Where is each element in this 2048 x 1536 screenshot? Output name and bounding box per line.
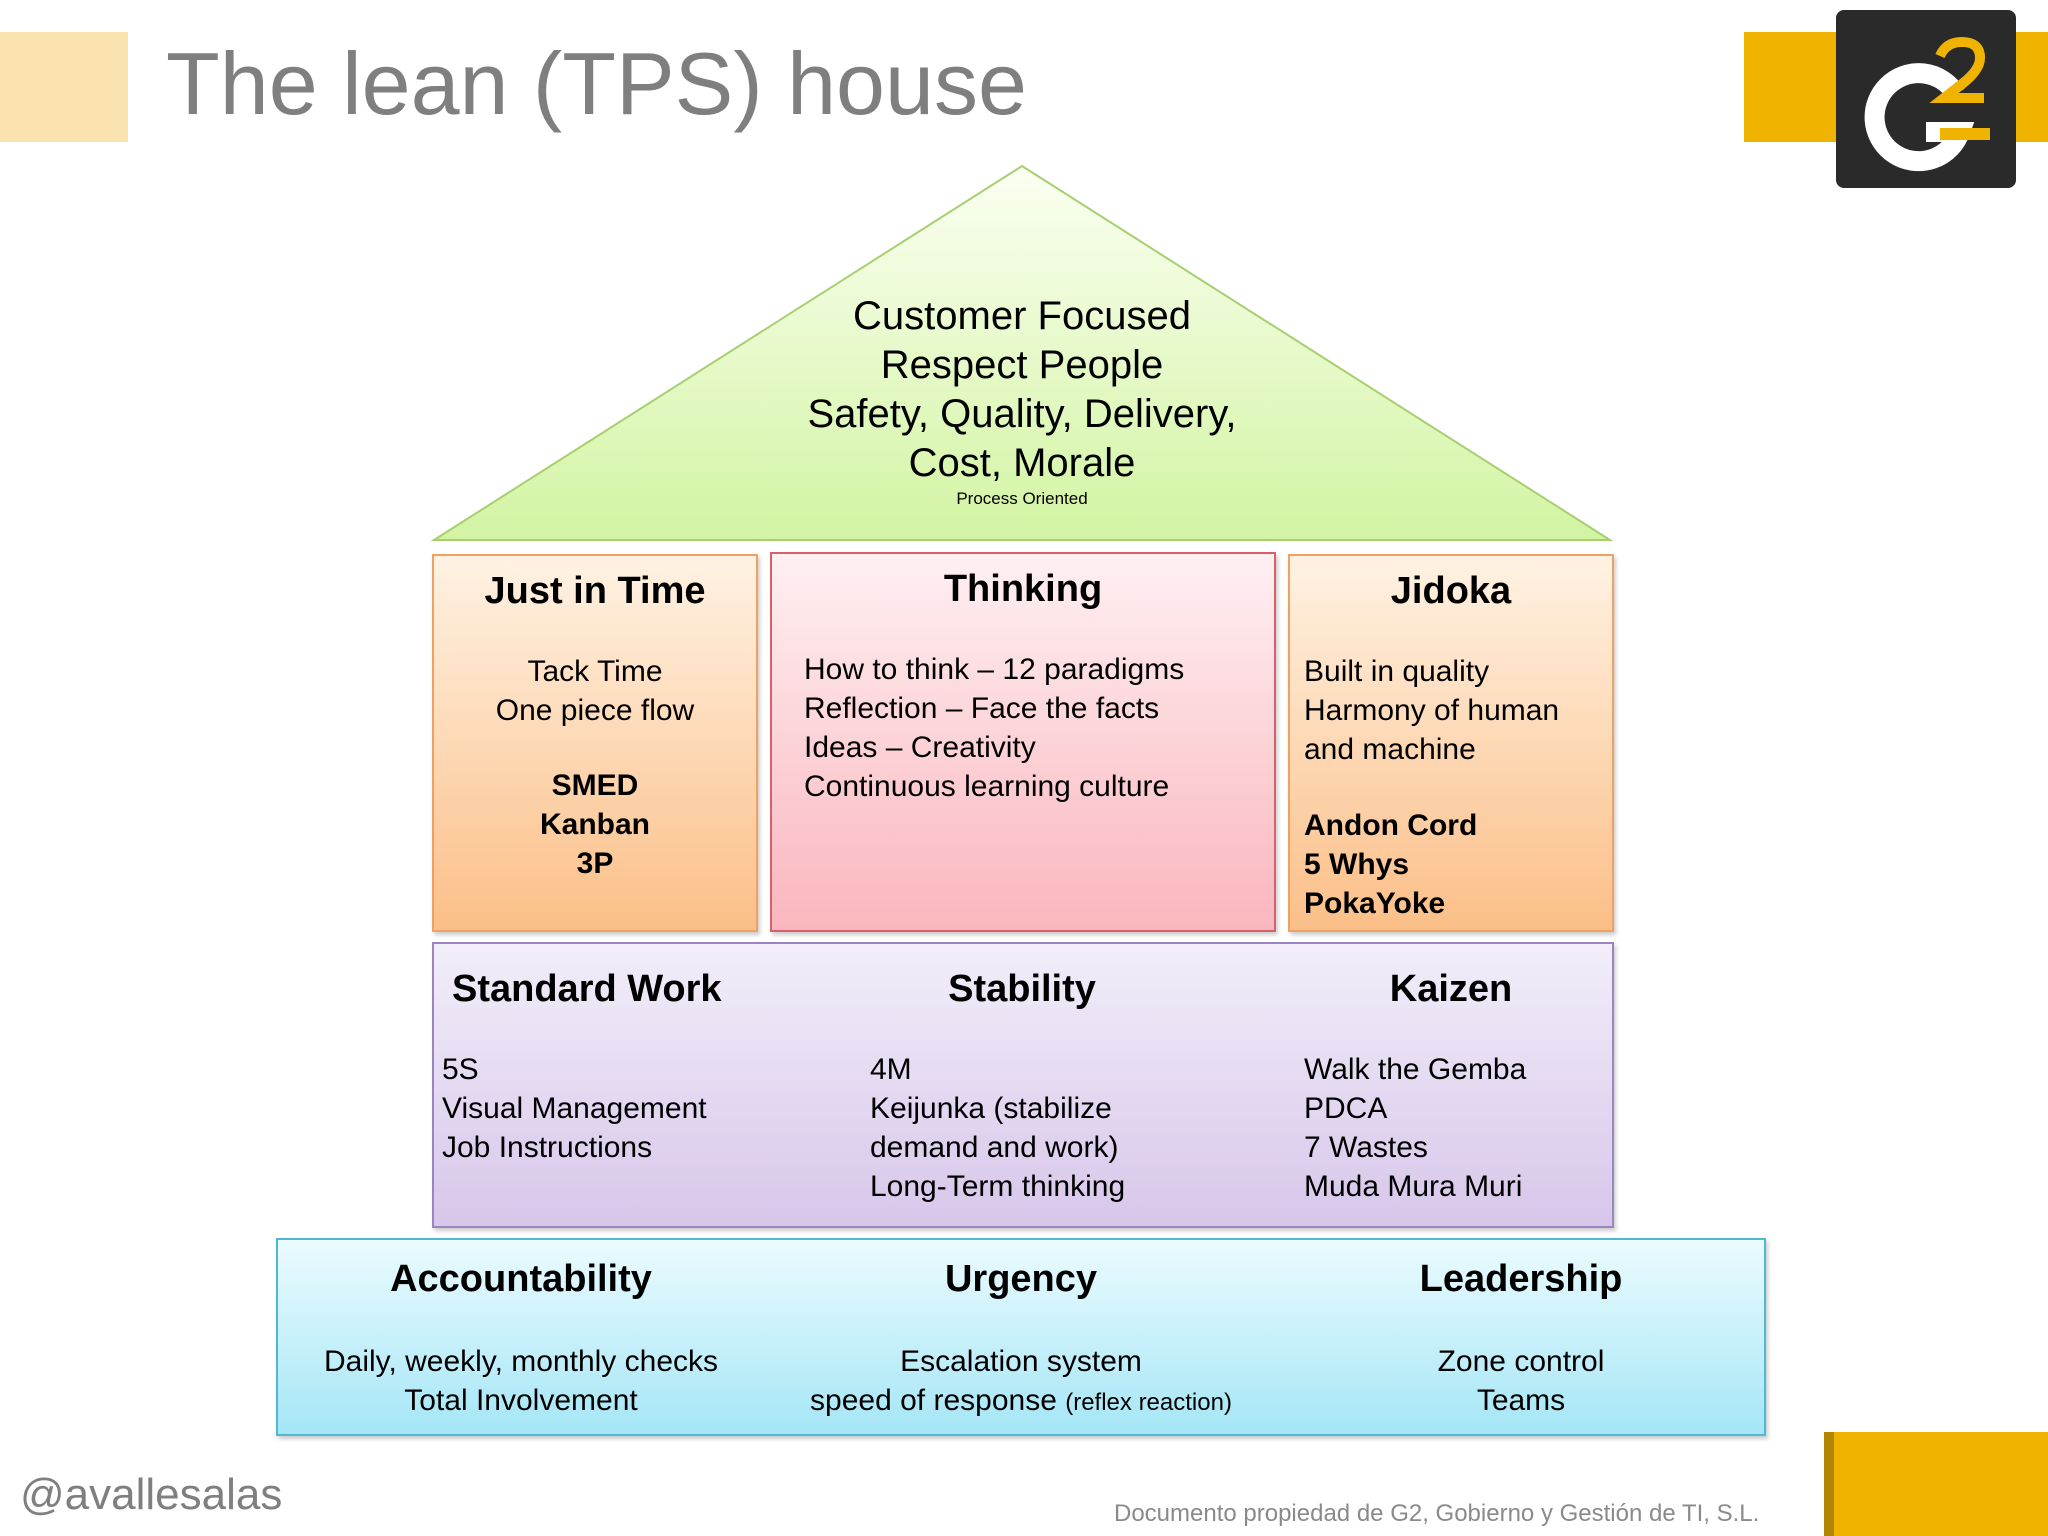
jit-line-2: One piece flow <box>495 694 695 727</box>
jidoka-lines: Built in quality Harmony of human and ma… <box>1304 652 1559 769</box>
urgency-line-1: Escalation system <box>900 1345 1142 1378</box>
jit-tool-1: SMED <box>551 769 639 802</box>
copyright-notice: Documento propiedad de G2, Gobierno y Ge… <box>1114 1500 1760 1527</box>
pillar-just-in-time: Just in Time Tack Time One piece flow SM… <box>432 554 758 932</box>
standard-work-line-2: Visual Management <box>442 1092 707 1125</box>
stability-line-1: 4M <box>870 1053 912 1086</box>
kaizen-lines: Walk the Gemba PDCA 7 Wastes Muda Mura M… <box>1304 1050 1526 1206</box>
leadership-line-2: Teams <box>1476 1384 1566 1417</box>
twitter-handle: @avallesalas <box>20 1470 283 1519</box>
stability-line-3: demand and work) <box>870 1131 1119 1164</box>
middle-title-kaizen: Kaizen <box>1389 968 1513 1010</box>
base-title-urgency: Urgency <box>944 1258 1098 1300</box>
urgency-line-2-small: (reflex reaction) <box>1065 1389 1232 1416</box>
roof-line-4: Cost, Morale <box>908 441 1136 485</box>
standard-work-lines: 5S Visual Management Job Instructions <box>442 1050 707 1167</box>
base-title-leadership: Leadership <box>1419 1258 1623 1300</box>
page-title: The lean (TPS) house <box>166 34 1027 133</box>
pillar-thinking: Thinking How to think – 12 paradigms Ref… <box>770 552 1276 932</box>
middle-title-stability: Stability <box>948 968 1096 1010</box>
kaizen-line-2: PDCA <box>1304 1092 1388 1125</box>
jit-line-1: Tack Time <box>527 655 663 688</box>
accountability-lines: Daily, weekly, monthly checks Total Invo… <box>278 1342 764 1420</box>
g2-logo-icon <box>1864 36 1990 172</box>
accountability-line-2: Total Involvement <box>404 1384 638 1417</box>
leadership-line-1: Zone control <box>1437 1345 1605 1378</box>
foundation-band: Accountability Daily, weekly, monthly ch… <box>276 1238 1766 1436</box>
jit-lines: Tack Time One piece flow <box>434 652 756 730</box>
base-title-accountability: Accountability <box>390 1258 652 1300</box>
jidoka-tools: Andon Cord 5 Whys PokaYoke <box>1304 806 1477 923</box>
jidoka-tool-1: Andon Cord <box>1304 809 1478 842</box>
middle-title-standard-work: Standard Work <box>452 968 722 1010</box>
roof-line-2: Respect People <box>880 343 1164 387</box>
kaizen-line-4: Muda Mura Muri <box>1304 1170 1523 1203</box>
stability-line-2: Keijunka (stabilize <box>870 1092 1112 1125</box>
stability-line-4: Long-Term thinking <box>870 1170 1126 1203</box>
roof-triangle <box>430 164 1614 541</box>
stability-lines: 4M Keijunka (stabilize demand and work) … <box>870 1050 1125 1206</box>
pillar-title-thinking: Thinking <box>943 568 1103 610</box>
jidoka-line-2: Harmony of human <box>1304 694 1560 727</box>
jit-tool-2: Kanban <box>539 808 650 841</box>
standard-work-line-1: 5S <box>442 1053 479 1086</box>
thinking-line-2: Reflection – Face the facts <box>804 692 1160 725</box>
jidoka-line-3: and machine <box>1304 733 1476 766</box>
jidoka-tool-3: PokaYoke <box>1304 887 1446 920</box>
standard-work-line-3: Job Instructions <box>442 1131 653 1164</box>
thinking-line-4: Continuous learning culture <box>804 770 1170 803</box>
g2-logo <box>1836 10 2016 188</box>
title-accent-block <box>0 32 128 142</box>
roof-line-3: Safety, Quality, Delivery, <box>807 392 1237 436</box>
roof-text: Customer Focused Respect People Safety, … <box>700 292 1344 510</box>
urgency-lines: Escalation system speed of response (ref… <box>772 1342 1270 1422</box>
roof-line-1: Customer Focused <box>853 294 1191 338</box>
pillar-jidoka: Jidoka Built in quality Harmony of human… <box>1288 554 1614 932</box>
pillar-title-jit: Just in Time <box>484 570 706 612</box>
kaizen-line-1: Walk the Gemba <box>1304 1053 1527 1086</box>
corner-accent-band <box>1824 1432 2048 1536</box>
pillar-title-jidoka: Jidoka <box>1390 570 1512 612</box>
jidoka-tool-2: 5 Whys <box>1304 848 1410 881</box>
leadership-lines: Zone control Teams <box>1278 1342 1764 1420</box>
middle-band: Standard Work 5S Visual Management Job I… <box>432 942 1614 1228</box>
thinking-line-1: How to think – 12 paradigms <box>804 653 1185 686</box>
kaizen-line-3: 7 Wastes <box>1304 1131 1428 1164</box>
jit-tools: SMED Kanban 3P <box>434 766 756 883</box>
thinking-lines: How to think – 12 paradigms Reflection –… <box>804 650 1184 806</box>
urgency-line-2-main: speed of response <box>810 1384 1057 1417</box>
corner-accent-edge <box>1824 1432 1834 1536</box>
jidoka-line-1: Built in quality <box>1304 655 1490 688</box>
jit-tool-3: 3P <box>576 847 614 880</box>
roof-subtitle: Process Oriented <box>956 489 1088 508</box>
thinking-line-3: Ideas – Creativity <box>804 731 1036 764</box>
accountability-line-1: Daily, weekly, monthly checks <box>323 1345 718 1378</box>
urgency-line-2: speed of response (reflex reaction) <box>772 1381 1270 1422</box>
